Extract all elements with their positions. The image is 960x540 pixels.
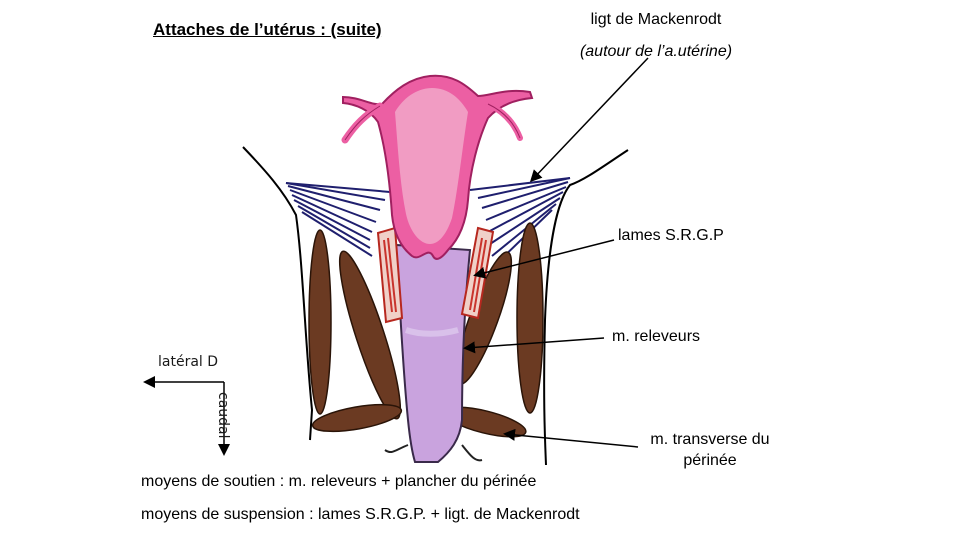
uterine-tube-left-outline	[344, 105, 381, 141]
label-caudal: caudal	[215, 392, 231, 439]
pointer-mackenrodt	[529, 57, 649, 183]
vagina-highlight	[404, 327, 459, 337]
slide-title: Attaches de l’utérus : (suite)	[153, 20, 382, 39]
mackenrodt-ligament-right	[469, 177, 571, 267]
pointer-releveurs	[463, 337, 605, 354]
footer-suspension: moyens de suspension : lames S.R.G.P. + …	[141, 506, 580, 523]
pointer-transverse	[503, 428, 639, 448]
label-transverse: m. transverse du	[650, 431, 770, 448]
mackenrodt-ligament-left	[285, 182, 391, 257]
pelvic-wall-right	[543, 149, 629, 466]
vulva-outline	[384, 444, 483, 462]
label-transverse-perinee: périnée	[683, 452, 737, 469]
pelvic-wall-left	[242, 146, 314, 441]
uterine-tube-left	[341, 102, 384, 144]
uterine-tube-right-outline	[487, 103, 521, 139]
vagina	[394, 243, 472, 463]
levator-muscles	[308, 222, 544, 420]
label-lateral-d: latéral D	[158, 354, 219, 370]
uterine-tube-right	[485, 101, 523, 141]
pointer-lames	[473, 239, 615, 279]
label-releveurs: m. releveurs	[612, 328, 701, 345]
footer-soutien: moyens de soutien : m. releveurs + planc…	[141, 473, 537, 490]
label-mackenrodt-detail: (autour de l’a.utérine)	[579, 43, 733, 60]
label-mackenrodt: ligt de Mackenrodt	[590, 11, 722, 28]
label-lames-srgp: lames S.R.G.P	[618, 227, 724, 244]
uterus-cavity	[395, 88, 468, 244]
